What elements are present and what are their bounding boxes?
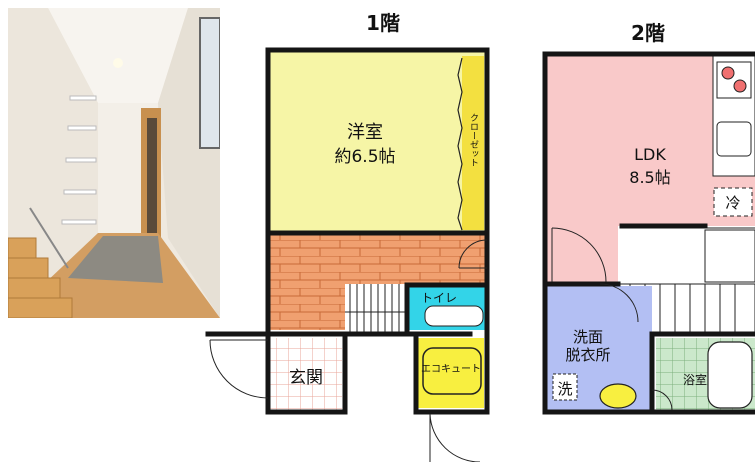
washroom-label-2: 脱衣所: [565, 346, 610, 364]
floor2-doors: [551, 227, 673, 411]
closet: [462, 56, 484, 230]
floor1-doors: [209, 239, 488, 462]
stairs-floor1: [345, 284, 407, 332]
water-heater-area: [418, 338, 484, 408]
fridge-label: 冷: [725, 194, 740, 212]
hallway-photo: [8, 8, 220, 318]
western-room-label: 洋室: [347, 122, 383, 143]
kitchen-counter: [712, 55, 755, 177]
bathtub: [707, 341, 753, 409]
ldk-size: 8.5帖: [629, 168, 670, 187]
western-room-size: 約6.5帖: [334, 147, 395, 167]
water-heater-label: エコキュート: [421, 364, 481, 375]
ldk-label: LDK: [634, 145, 666, 164]
floor1-title: 1階: [366, 11, 400, 35]
floor2-title: 2階: [631, 21, 665, 45]
toilet-label: トイレ: [421, 291, 457, 305]
washroom-label-1: 洗面: [573, 328, 603, 346]
wash-basin: [599, 383, 637, 409]
entrance-label: 玄関: [289, 368, 323, 388]
closet-folding-doors: [457, 57, 463, 231]
washer-label: 洗: [557, 380, 572, 398]
bathroom-label: 浴室: [683, 372, 707, 387]
closet-label: クローゼット: [468, 113, 479, 167]
fridge-space: [713, 187, 753, 217]
western-room: [270, 52, 485, 232]
washer-space: [552, 373, 578, 401]
floor1-walls: [205, 47, 490, 415]
entrance-floor: [270, 338, 342, 412]
